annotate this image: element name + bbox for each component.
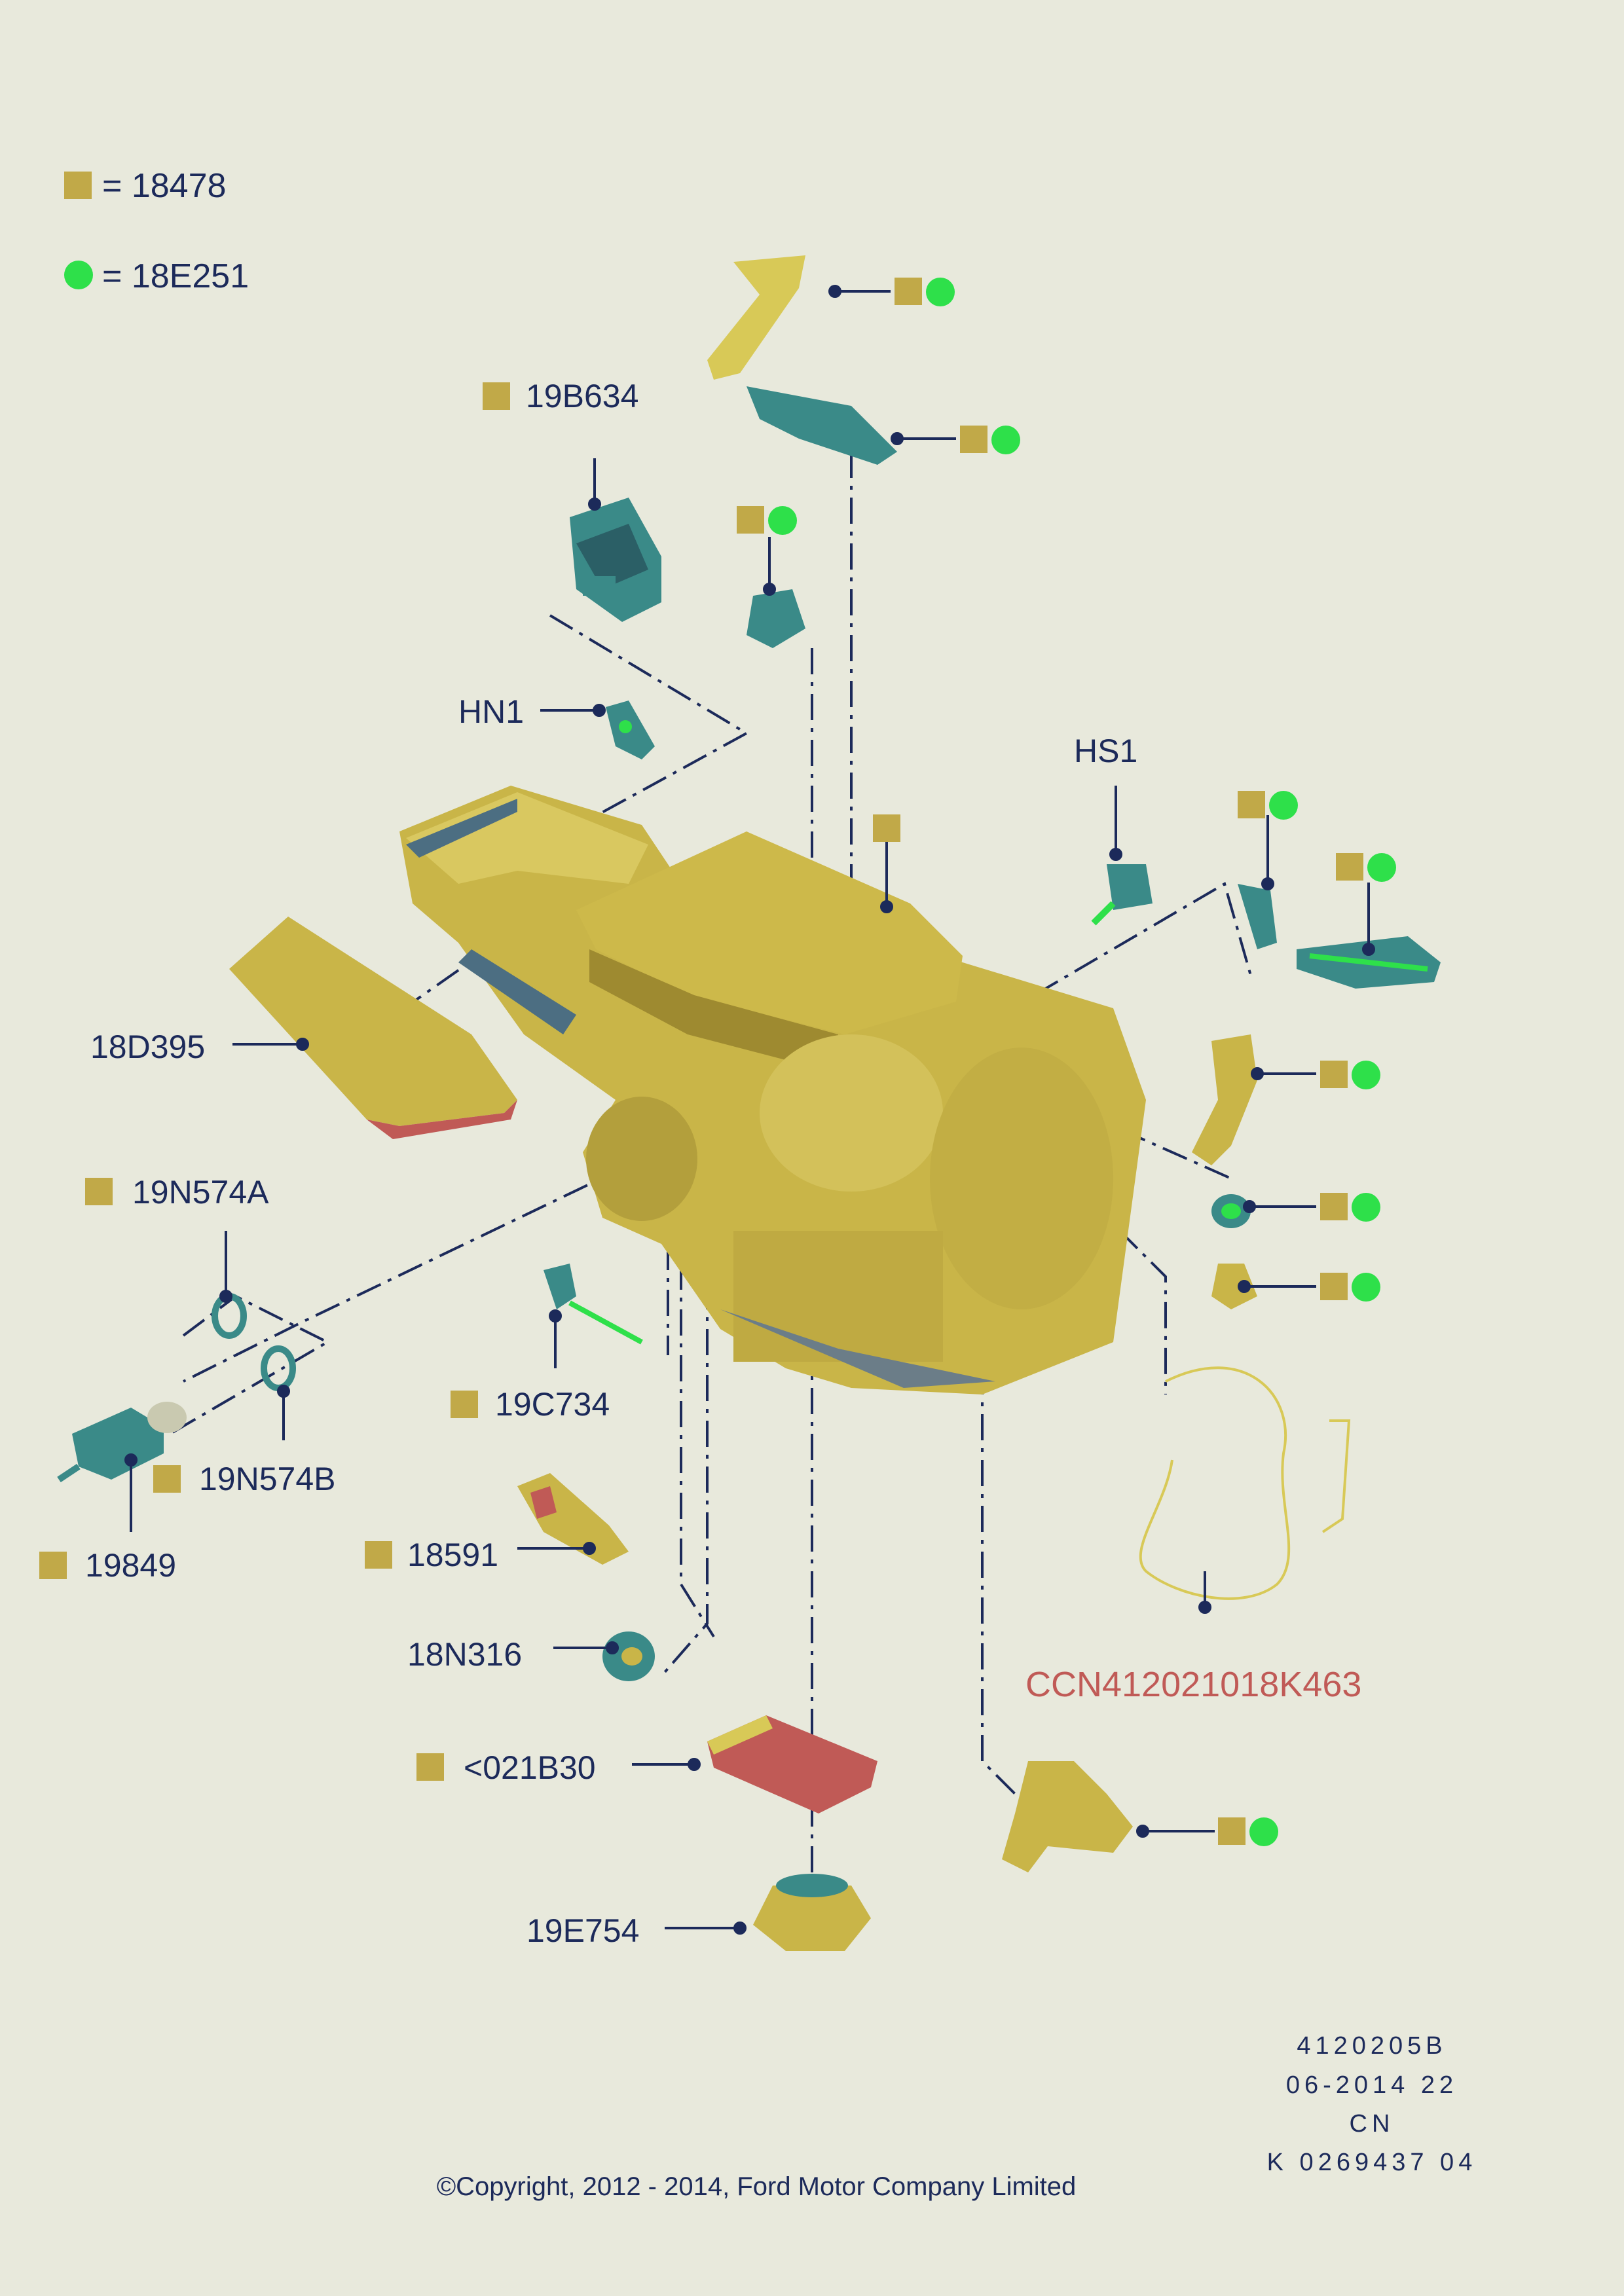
marker-circle xyxy=(1269,791,1298,820)
part-021B30-pad xyxy=(707,1715,877,1813)
marker-square-19C734 xyxy=(451,1391,478,1418)
part-CCN-harness xyxy=(1139,1366,1351,1600)
label-HS1: HS1 xyxy=(1074,733,1138,769)
label-19B634: 19B634 xyxy=(526,378,639,414)
marker-circle xyxy=(1352,1273,1380,1302)
legend-square-swatch xyxy=(64,172,92,199)
label-19N574A: 19N574A xyxy=(132,1174,269,1211)
part-19849-motor xyxy=(57,1402,187,1483)
legend-text-circle: = 18E251 xyxy=(102,257,249,295)
part-19B634-actuator xyxy=(570,498,661,622)
marker-circle xyxy=(1367,853,1396,882)
legend-code-18478: 18478 xyxy=(131,167,227,205)
marker-square-19N574B xyxy=(153,1465,181,1493)
marker-square xyxy=(1320,1273,1348,1300)
label-19N574B: 19N574B xyxy=(199,1461,336,1497)
label-CCN412021018K463: CCN412021018K463 xyxy=(1025,1665,1362,1704)
marker-square xyxy=(1218,1817,1246,1845)
part-right-small xyxy=(1211,1264,1257,1309)
marker-square xyxy=(1320,1193,1348,1220)
part-small-gear-top xyxy=(747,589,805,648)
part-19N574B-ring xyxy=(261,1345,296,1391)
marker-circle xyxy=(991,426,1020,454)
label-19849: 19849 xyxy=(85,1547,177,1584)
part-18591-resistor xyxy=(517,1473,629,1565)
part-top-lever xyxy=(707,255,897,465)
marker-circle xyxy=(1249,1817,1278,1846)
marker-square xyxy=(873,814,900,842)
marker-square-19N574A xyxy=(85,1178,113,1205)
marker-circle xyxy=(768,506,797,535)
part-bottom-right-lever xyxy=(1002,1761,1133,1872)
marker-square xyxy=(737,506,764,534)
legend-circle-swatch xyxy=(64,261,93,289)
hvac-main-assembly xyxy=(399,786,1146,1394)
label-HN1: HN1 xyxy=(458,693,525,730)
label-19E754: 19E754 xyxy=(526,1912,640,1949)
leader-lines xyxy=(124,285,1375,1935)
part-18N316-grommet xyxy=(602,1631,655,1681)
part-right-knob xyxy=(1211,1194,1251,1228)
marker-square-19849 xyxy=(39,1552,67,1579)
meta-code: 4120205B xyxy=(1297,2032,1447,2060)
marker-circle xyxy=(1352,1193,1380,1222)
label-021B30: <021B30 xyxy=(464,1749,596,1786)
legend-code-18E251: 18E251 xyxy=(131,257,249,295)
part-right-linkage xyxy=(1238,884,1441,989)
marker-circle xyxy=(1352,1061,1380,1089)
part-19C734-sensor xyxy=(544,1264,643,1345)
marker-square-021B30 xyxy=(416,1753,444,1781)
label-18D395: 18D395 xyxy=(90,1029,206,1065)
meta-ref: K 0269437 04 xyxy=(1266,2149,1477,2176)
marker-square xyxy=(1320,1061,1348,1088)
legend-text-square: = 18478 xyxy=(102,167,227,205)
part-HS1-sensor xyxy=(1091,864,1153,926)
marker-square xyxy=(1238,791,1265,818)
label-18N316: 18N316 xyxy=(407,1636,523,1673)
part-19E754-outlet xyxy=(753,1874,871,1951)
copyright-notice: ©Copyright, 2012 - 2014, Ford Motor Comp… xyxy=(436,2172,1077,2201)
label-19C734: 19C734 xyxy=(495,1386,610,1423)
marker-square xyxy=(895,278,922,305)
marker-square xyxy=(1336,853,1363,881)
meta-region: CN xyxy=(1349,2110,1395,2138)
part-right-lever xyxy=(1192,1034,1257,1165)
part-HN1-sensor xyxy=(606,701,655,759)
marker-circle xyxy=(926,278,955,306)
marker-square xyxy=(960,426,987,453)
part-18D395-cover xyxy=(229,917,517,1139)
meta-date: 06-2014 22 xyxy=(1285,2071,1458,2099)
label-18591: 18591 xyxy=(407,1537,499,1573)
marker-square-18591 xyxy=(365,1541,392,1569)
marker-square-19B634 xyxy=(483,382,510,410)
